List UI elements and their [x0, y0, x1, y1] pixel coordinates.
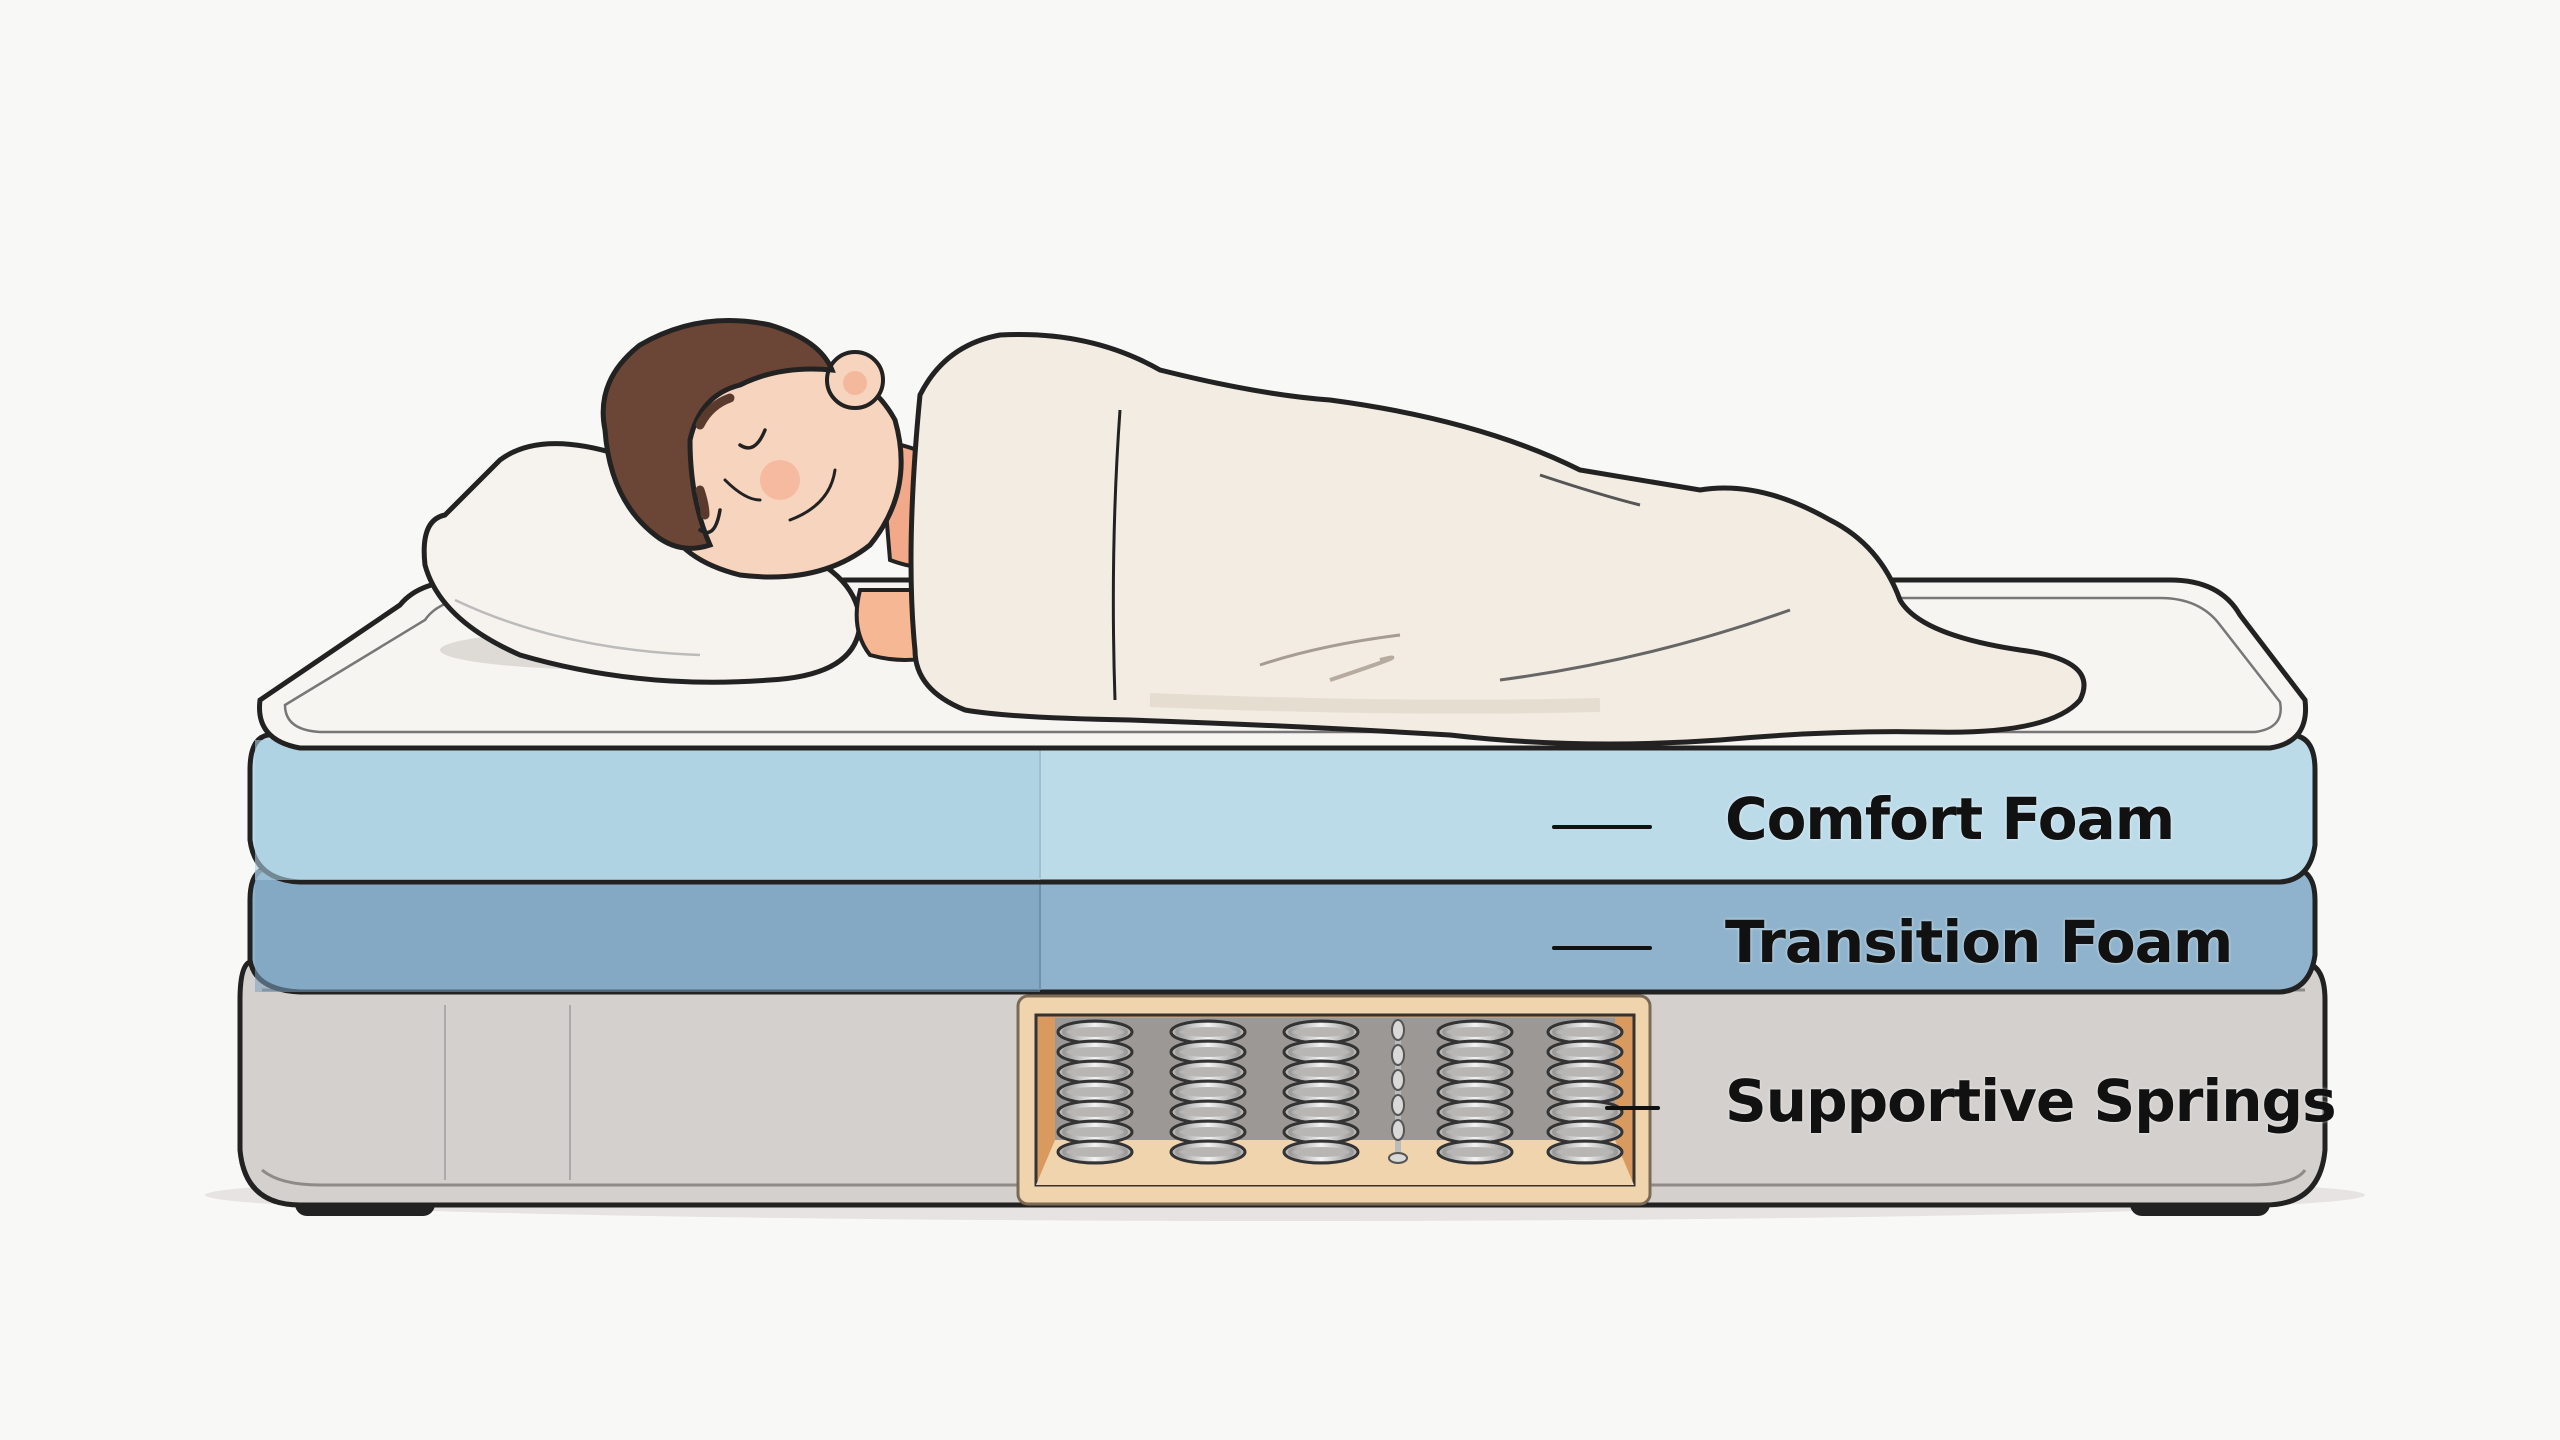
spring-cutout — [1016, 994, 1652, 1206]
comfort-foam-layer — [247, 732, 2318, 885]
coil-spring-icon — [1169, 1019, 1247, 1165]
transition-foam-label: Transition Foam — [1725, 908, 2233, 976]
supportive-springs-label: Supportive Springs — [1725, 1067, 2337, 1135]
coil-spring-icon — [1056, 1019, 1134, 1165]
comfort-foam-label: Comfort Foam — [1725, 785, 2175, 853]
coil-spring-icon — [1546, 1019, 1624, 1165]
coil-spring-icon — [1282, 1019, 1360, 1165]
transition-foam-layer — [247, 865, 2318, 995]
comfort-foam-leader-line — [1552, 825, 1652, 829]
supportive-springs-leader-line — [1605, 1106, 1660, 1110]
coil-spring-icon — [1436, 1019, 1514, 1165]
blanket — [908, 331, 2087, 747]
transition-foam-leader-line — [1552, 946, 1652, 950]
